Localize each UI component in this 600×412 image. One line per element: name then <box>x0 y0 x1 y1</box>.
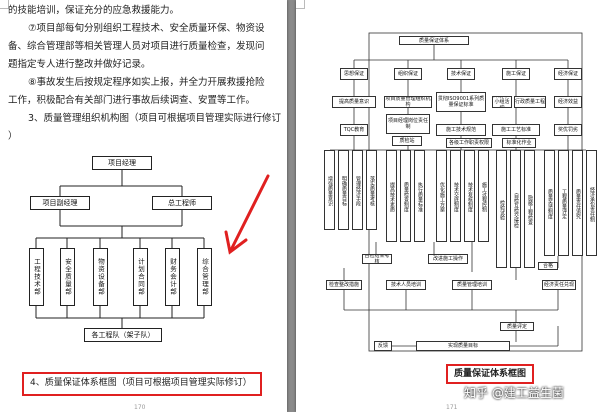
diagram-box-row5: 标准化作业 <box>502 138 536 148</box>
document-page-left: 的技能培训，保证充分的应急救援能力。 ⑦项目部每旬分别组织工程技术、安全质量环保… <box>0 0 287 412</box>
paragraph-line: 3、质量管理组织机构图（项目可根据项目管理实际进行修订 <box>28 113 282 124</box>
diagram-column-box: 提高技术素质 <box>386 150 397 242</box>
diagram-column-box: 落实质量考核 <box>366 150 377 230</box>
paragraph-line: ⑦项目部每旬分别组织工程技术、安全质量环保、物资设 <box>28 23 265 34</box>
diagram-column-box: 质量检查制度 <box>400 150 411 242</box>
diagram-box-lower: 检查整改措施 <box>326 280 362 290</box>
org-box-project-manager: 项目经理 <box>92 156 152 170</box>
org-box-work-teams: 各工程队（架子队） <box>84 328 162 342</box>
org-box-department: 财务会计部 <box>165 248 180 306</box>
diagram-box-row3: 开展QC小组活动 <box>492 96 512 108</box>
org-box-department: 安全质量部 <box>60 248 75 306</box>
red-arrow-annotation <box>224 174 270 255</box>
caption-highlight-frame <box>446 364 534 384</box>
diagram-box-lower: 自检结果考核 <box>362 254 392 264</box>
paragraph-line: ） <box>8 131 18 142</box>
org-box-department: 物资设备部 <box>93 248 108 306</box>
diagram-column-box: 质量奖惩制度 <box>544 150 555 256</box>
watermark-text: 知乎 @建工益生菌 <box>464 386 564 400</box>
diagram-column-box: 明确质量目标 <box>338 150 349 230</box>
org-box-chief-engineer: 总工程师 <box>152 196 212 210</box>
caption-text: 4、质量保证体系框图（项目可根据项目管理实际修订） <box>30 378 252 388</box>
diagram-box-row5: 各级工作职责权限 <box>446 138 492 148</box>
diagram-column-box: 经济承包责任制 <box>586 150 597 256</box>
org-box-department: 综合管理部 <box>197 248 212 306</box>
diagram-column-box: 隐蔽工程检查 <box>524 150 535 268</box>
page-margin-mark <box>296 0 305 9</box>
diagram-box-lower: 技术人员培训 <box>386 280 426 290</box>
diagram-box-row3: 提高质量意识 <box>332 96 376 108</box>
diagram-box-row4: 奖优罚劣 <box>554 124 582 136</box>
diagram-box-row3: 行政质量工程 <box>514 96 546 108</box>
org-chart-connectors <box>35 170 205 328</box>
diagram-caption: 质量保证体系框图 <box>454 369 527 379</box>
diagram-box-row3: 项目质量管理组织机构 <box>384 96 432 108</box>
diagram-column-box: 技术复核制度 <box>464 150 475 242</box>
diagram-column-box: 工程质量评定 <box>558 150 569 256</box>
diagram-box-level2: 组织保证 <box>394 68 422 80</box>
paragraph-line: 的技能培训，保证充分的应急救援能力。 <box>8 5 180 16</box>
diagram-box-row3: 经济效益 <box>554 96 582 108</box>
paragraph-line: 备、综合管理部等相关管理人员对项目进行质量检查，发现问 <box>8 41 265 52</box>
document-page-right: 质量保证体系 思想保证 组织保证 技术保证 施工保证 经济保证 提高质量意识 项… <box>296 0 600 412</box>
page-margin-mark <box>0 0 9 9</box>
org-box-department: 计划合同部 <box>133 248 148 306</box>
diagram-column-box: 优化施工方案 <box>436 150 447 242</box>
diagram-column-box: 施工过程控制 <box>478 150 489 242</box>
diagram-box-row4: TQC教育 <box>340 124 368 136</box>
diagram-box-feedback: 反馈 <box>374 341 392 351</box>
diagram-box-pass: 合格 <box>538 262 558 270</box>
org-box-department: 工程技术部 <box>29 248 44 306</box>
diagram-column-box: 执行质量标准 <box>414 150 425 242</box>
diagram-column-box: 检验试验 <box>496 150 507 268</box>
diagram-box-level2: 技术保证 <box>447 68 475 80</box>
paragraph-line: 工作，积极配合有关部门进行事故后续调查、安置等工作。 <box>8 95 256 106</box>
diagram-box-row5: 质检站 <box>392 136 422 146</box>
diagram-box-row4: 施工技术规范 <box>436 124 486 136</box>
paragraph-line: ⑧事故发生后按规定程序如实上报，并全力开展救援抢险 <box>28 77 265 88</box>
diagram-box-lower: 经济责任兑现 <box>542 280 576 290</box>
diagram-box-row3: 贯彻ISO9001系列质量保证标准 <box>436 92 486 112</box>
diagram-column-box: 增强质量意识 <box>324 150 335 230</box>
diagram-box-top: 质量保证体系 <box>399 36 469 45</box>
diagram-box-level2: 施工保证 <box>502 68 530 80</box>
diagram-column-box: 质量责任追究 <box>572 150 583 256</box>
diagram-box-row4: 项目经理岗位责任制 <box>386 114 430 134</box>
diagram-column-box: 技术交底制度 <box>450 150 461 242</box>
org-box-deputy-manager: 项目副经理 <box>30 196 90 210</box>
paragraph-line: 题指定专人进行整改并做好记录。 <box>8 59 151 70</box>
diagram-box-row4: 施工工艺标准 <box>492 124 540 136</box>
page-number: 171 <box>446 404 458 411</box>
caption-highlight-frame <box>22 372 262 396</box>
diagram-box-level2: 思想保证 <box>340 68 368 80</box>
diagram-box-level2: 经济保证 <box>554 68 582 80</box>
diagram-box-lower: 改进施工操作 <box>428 254 468 264</box>
diagram-box-lower: 质量评定 <box>500 322 534 331</box>
diagram-box-goal: 实现质量目标 <box>416 341 510 351</box>
diagram-box-lower: 质量管理培训 <box>452 280 492 290</box>
diagram-column-box: 自检互检交接检 <box>510 150 521 268</box>
page-number: 170 <box>134 404 146 411</box>
diagram-column-box: 管理经济手段 <box>352 150 363 230</box>
